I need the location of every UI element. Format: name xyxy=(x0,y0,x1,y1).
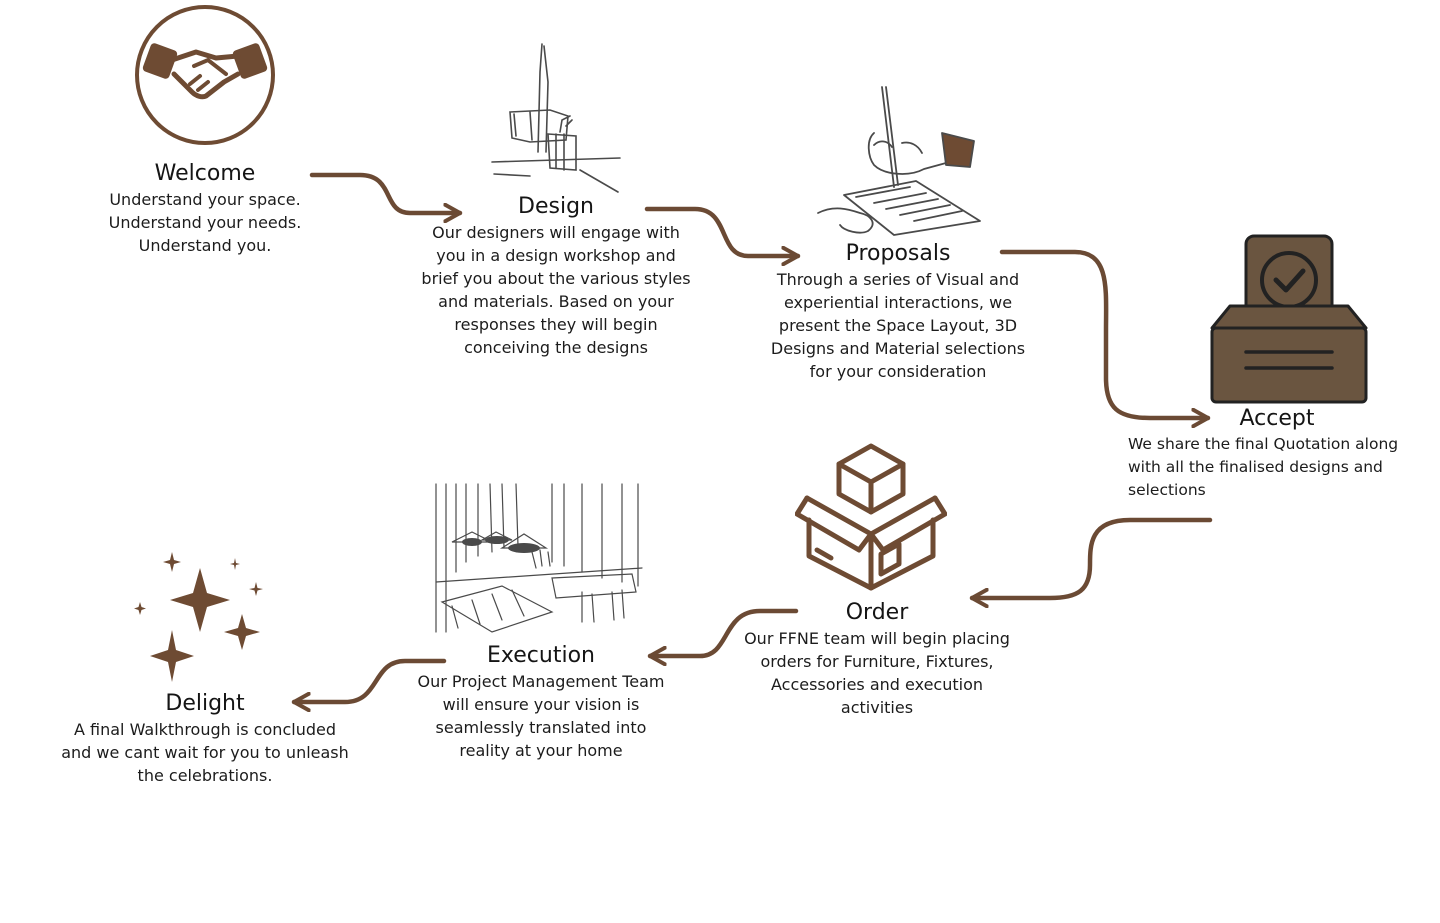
step-description: Our FFNE team will begin placing orders … xyxy=(744,629,1010,717)
arrow-proposals-to-accept xyxy=(999,249,1211,418)
step-title: Execution xyxy=(487,643,595,668)
step-title: Design xyxy=(518,194,594,219)
step-title: Accept xyxy=(1239,406,1315,431)
handshake-icon xyxy=(135,5,275,145)
step-description: Through a series of Visual and experient… xyxy=(770,270,1026,381)
step-description: Our designers will engage with you in a … xyxy=(421,223,691,357)
ballot-box-check-icon xyxy=(1210,234,1368,404)
signing-hand-icon xyxy=(817,86,981,236)
arrow-welcome-to-design xyxy=(309,172,463,213)
arrow-order-to-execution xyxy=(647,608,799,656)
step-description: Our Project Management Team will ensure … xyxy=(417,672,665,760)
step-description: Understand your space. Understand your n… xyxy=(108,190,302,255)
step-description: We share the final Quotation along with … xyxy=(1128,435,1399,499)
step-title: Proposals xyxy=(845,241,951,266)
package-box-icon xyxy=(795,443,947,591)
arrow-accept-to-order xyxy=(969,517,1213,598)
arrow-design-to-proposals xyxy=(644,206,801,256)
arrow-execution-to-delight xyxy=(291,658,447,702)
step-execution: Execution Our Project Management Team wi… xyxy=(392,642,690,762)
step-welcome: Welcome Understand your space. Understan… xyxy=(80,160,330,257)
step-proposals: Proposals Through a series of Visual and… xyxy=(748,240,1048,383)
step-accept: Accept We share the final Quotation alon… xyxy=(1128,405,1436,502)
design-sketch-icon xyxy=(491,43,621,193)
interior-sketch-icon xyxy=(435,483,643,633)
step-design: Design Our designers will engage with yo… xyxy=(401,193,711,359)
step-title: Order xyxy=(845,600,909,625)
step-title: Delight xyxy=(165,691,245,716)
step-delight: Delight A final Walkthrough is concluded… xyxy=(40,690,370,787)
step-description: A final Walkthrough is concluded and we … xyxy=(61,720,349,785)
sparkles-icon xyxy=(134,552,263,682)
step-order: Order Our FFNE team will begin placing o… xyxy=(724,599,1030,719)
step-title: Welcome xyxy=(154,161,256,186)
